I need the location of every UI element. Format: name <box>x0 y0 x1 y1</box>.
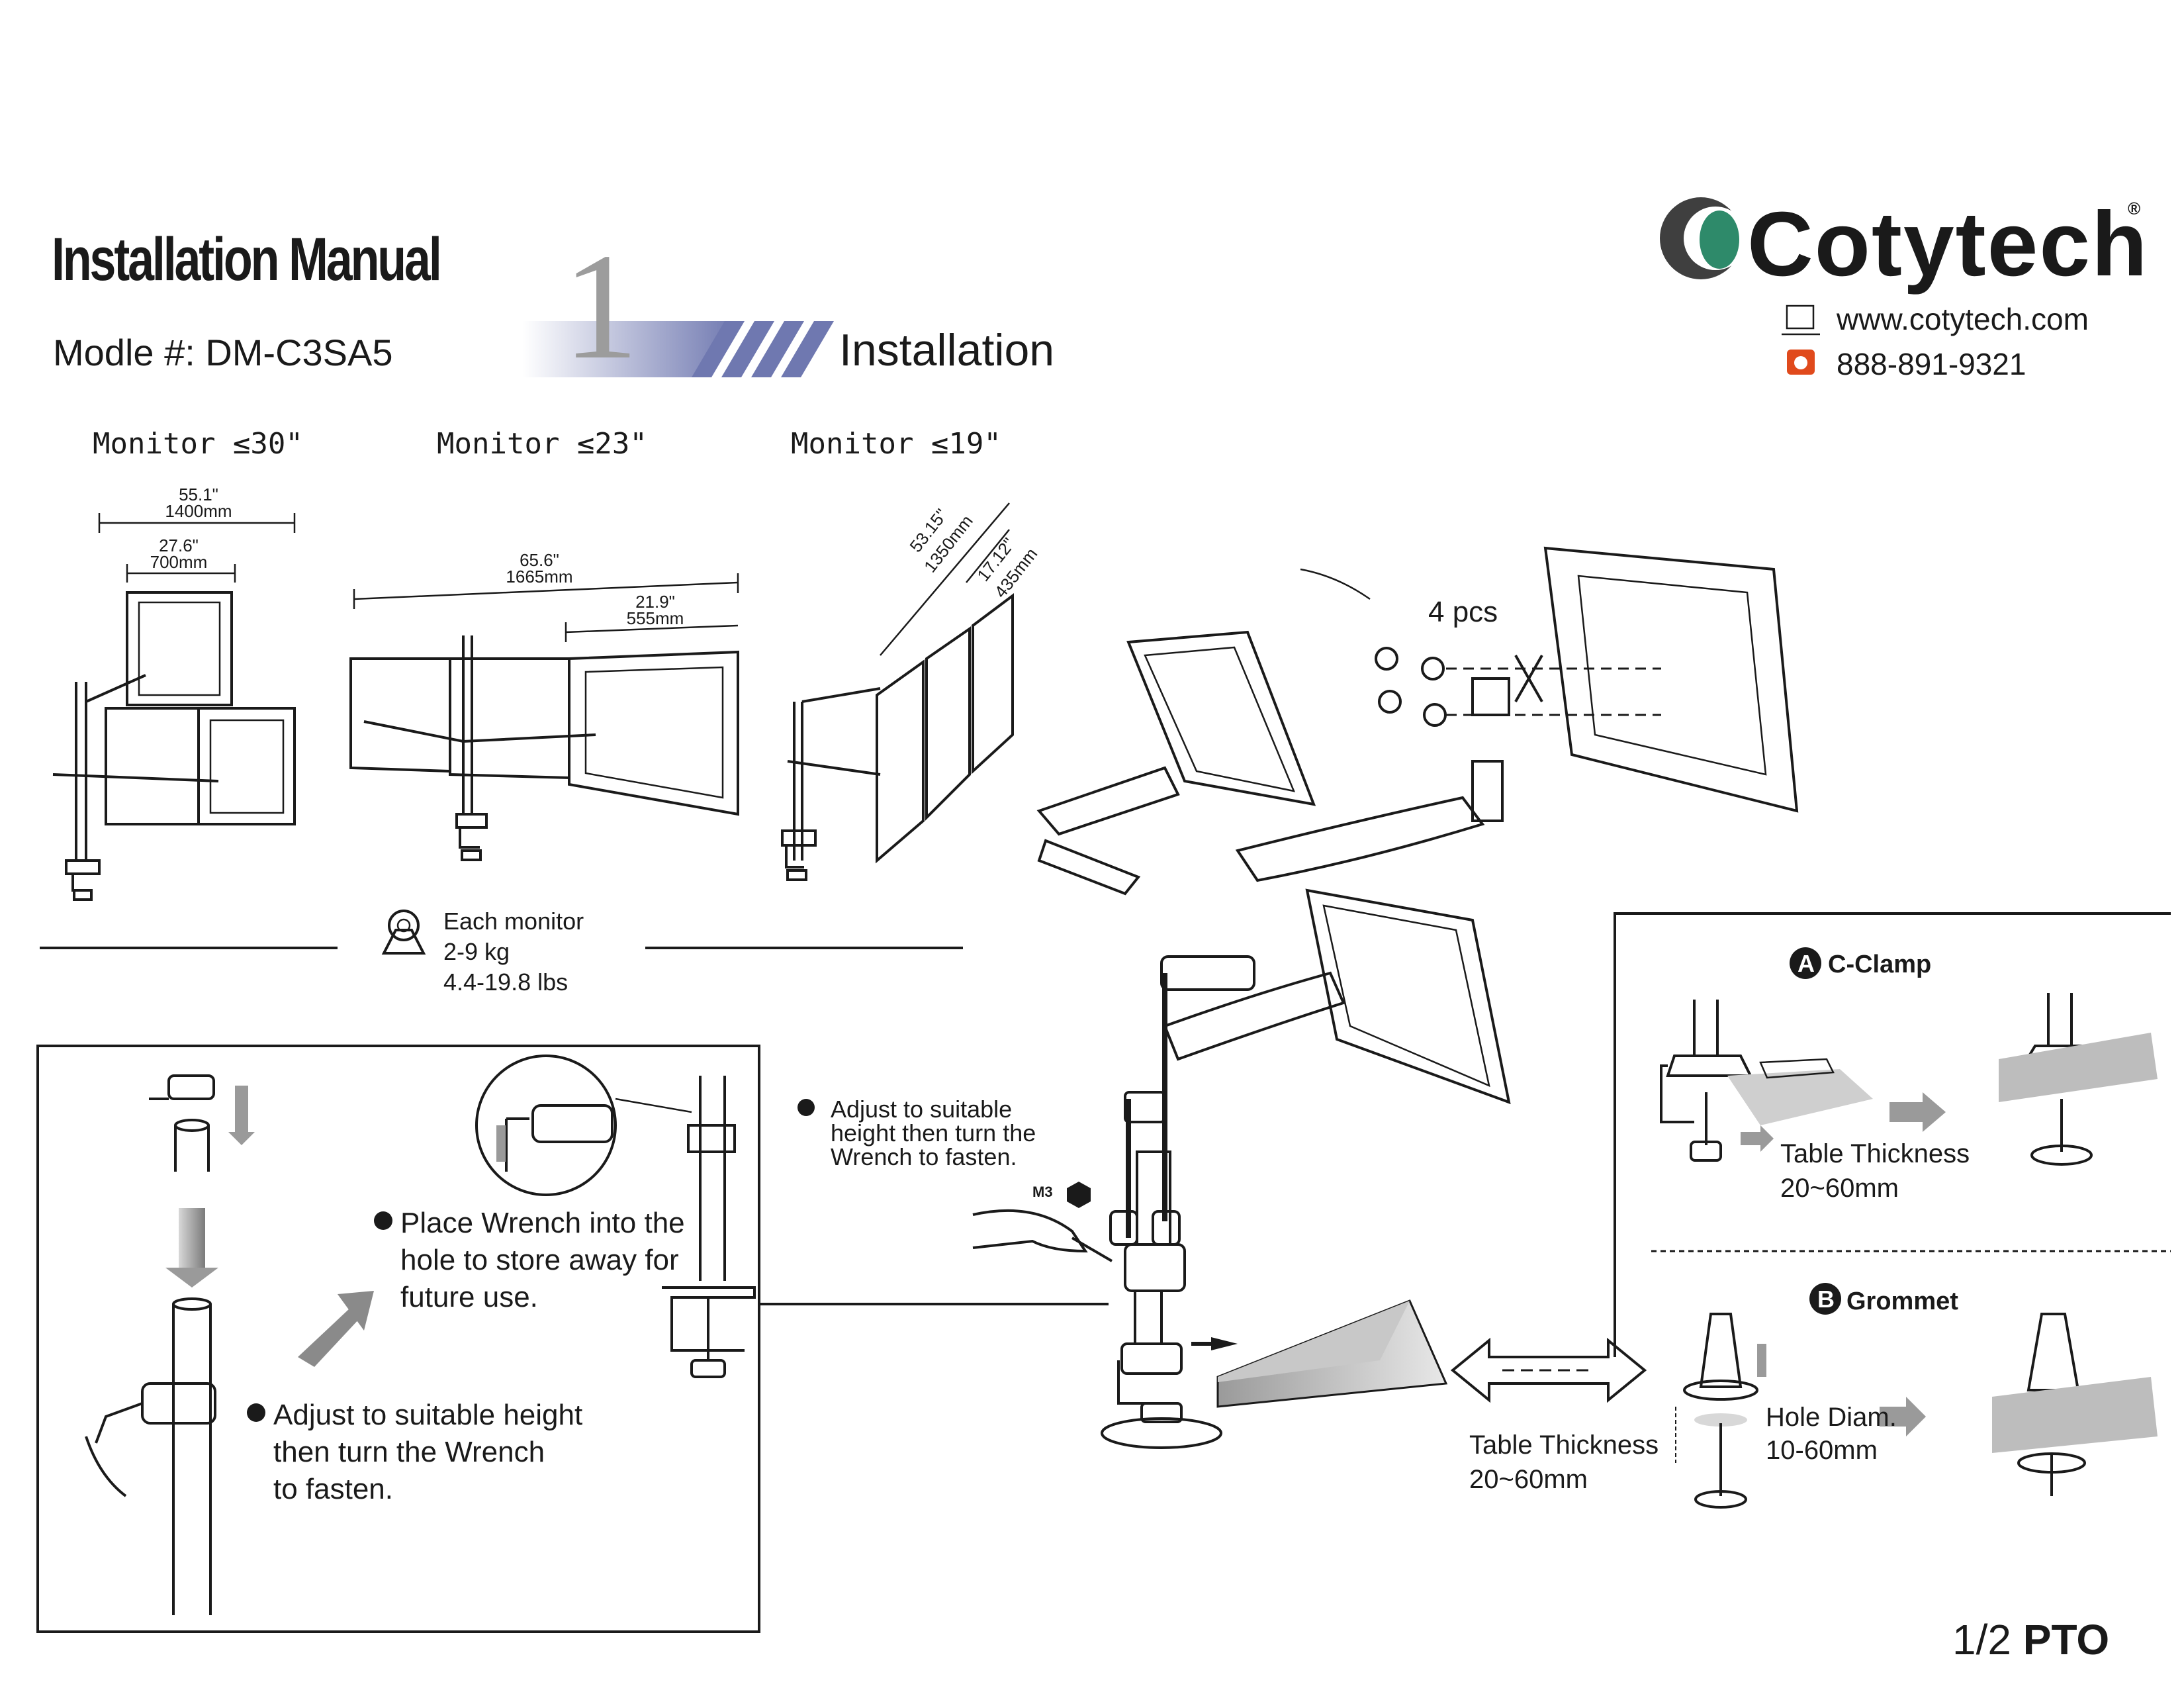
page-indicator: 1/2 PTO <box>1952 1615 2109 1664</box>
section-band <box>523 321 834 377</box>
grommet-hole-label: Hole Diam. <box>1766 1403 1897 1432</box>
dim-23-total-in: 65.6" <box>520 550 559 570</box>
c-clamp-diagram <box>1660 993 2158 1166</box>
model-number: Modle #: DM-C3SA5 <box>53 332 393 373</box>
grommet-diagram <box>1675 1313 2158 1509</box>
dim-30-total-in: 55.1" <box>179 485 218 504</box>
website-link[interactable]: www.cotytech.com <box>1837 302 2089 336</box>
manual-title: Installation Manual <box>52 226 442 293</box>
screw-count: 4 pcs <box>1428 596 1498 628</box>
clamp-thickness-value: 20~60mm <box>1780 1174 1899 1203</box>
dim-30-total-mm: 1400mm <box>165 501 232 521</box>
vesa-plate <box>1471 655 1543 716</box>
bullet-icon <box>247 1403 265 1422</box>
weight-icon <box>381 910 426 955</box>
table-thickness-label: Table Thickness <box>1469 1430 1659 1460</box>
screw-size: M3 <box>1032 1184 1053 1200</box>
top-right-monitor <box>1543 546 1799 813</box>
dim-23-single-in: 21.9" <box>635 592 675 612</box>
place-wrench-line-1: Place Wrench into the <box>400 1207 685 1239</box>
weight-line-2: 2-9 kg <box>443 938 510 965</box>
wrench-storage-zoom <box>475 1055 692 1196</box>
diagonal-arrow-icon <box>298 1307 361 1367</box>
monitor-23-label: Monitor ≤23" <box>437 427 647 461</box>
pole-clamp-diagram <box>662 1076 756 1378</box>
dim-23-single-mm: 555mm <box>626 608 684 628</box>
phone-number: 888-891-9321 <box>1837 347 2026 381</box>
clamp-thickness-label: Table Thickness <box>1780 1139 1970 1168</box>
lower-arm <box>1124 955 1345 1123</box>
option-b-letter: B <box>1817 1286 1835 1313</box>
dim-30-single-mm: 700mm <box>150 552 208 572</box>
option-b-name: Grommet <box>1846 1288 1958 1315</box>
registered-mark: ® <box>2128 199 2141 218</box>
center-pole <box>1101 973 1222 1449</box>
down-arrow-icon <box>165 1208 218 1288</box>
collar-diagram <box>149 1074 255 1172</box>
option-b-badge <box>1809 1283 1841 1315</box>
monitor-30-label: Monitor ≤30" <box>93 427 303 461</box>
upper-arm <box>1036 760 1504 896</box>
bullet-icon <box>797 1099 815 1116</box>
adjust-height-line-2: then turn the Wrench <box>273 1436 545 1468</box>
mounting-screws <box>1300 568 1661 727</box>
cotytech-logo-icon <box>1660 197 1747 279</box>
hand-with-wrench <box>972 1182 1113 1262</box>
weight-line-3: 4.4-19.8 lbs <box>443 968 569 996</box>
detail-box <box>36 1045 760 1633</box>
options-panel-border <box>1614 912 2171 1357</box>
option-a-letter: A <box>1797 950 1815 977</box>
weight-line-1: Each monitor <box>443 908 584 935</box>
config-23-diagram <box>349 573 739 861</box>
hex-nut-icon <box>1067 1182 1091 1208</box>
place-wrench-line-2: hole to store away for <box>400 1244 679 1276</box>
adjust-note-line-2: height then turn the <box>831 1119 1036 1147</box>
dim-23-total-mm: 1665mm <box>506 567 573 586</box>
adjust-height-line-3: to fasten. <box>273 1473 394 1505</box>
table-thickness-value: 20~60mm <box>1469 1465 1588 1494</box>
monitor-19-label: Monitor ≤19" <box>791 427 1001 461</box>
brand-name: Cotytech <box>1747 193 2149 295</box>
dim-30-single-in: 27.6" <box>159 536 199 555</box>
place-wrench-line-3: future use. <box>400 1281 538 1313</box>
section-title: Installation <box>839 325 1055 375</box>
phone-icon <box>1787 350 1815 375</box>
table-slab <box>1191 1299 1448 1408</box>
page-number: 1/2 <box>1952 1616 2011 1664</box>
option-a-badge <box>1790 947 1821 979</box>
computer-icon <box>1782 305 1820 336</box>
pto-label: PTO <box>2023 1616 2110 1664</box>
top-left-monitor <box>1126 630 1316 806</box>
grommet-hole-value: 10-60mm <box>1766 1436 1878 1465</box>
bullet-icon <box>374 1211 392 1230</box>
bottom-monitor <box>1305 888 1511 1105</box>
option-a-name: C-Clamp <box>1828 951 1932 978</box>
step-number: 1 <box>563 222 639 391</box>
pole-with-wrench-diagram <box>85 1297 216 1615</box>
config-30-diagram <box>52 513 296 901</box>
adjust-height-line-1: Adjust to suitable height <box>273 1399 583 1431</box>
config-19-diagram <box>781 502 1014 881</box>
double-arrow-icon <box>1450 1337 1647 1403</box>
adjust-note-line-3: Wrench to fasten. <box>831 1143 1017 1170</box>
adjust-note-line-1: Adjust to suitable <box>831 1096 1013 1123</box>
